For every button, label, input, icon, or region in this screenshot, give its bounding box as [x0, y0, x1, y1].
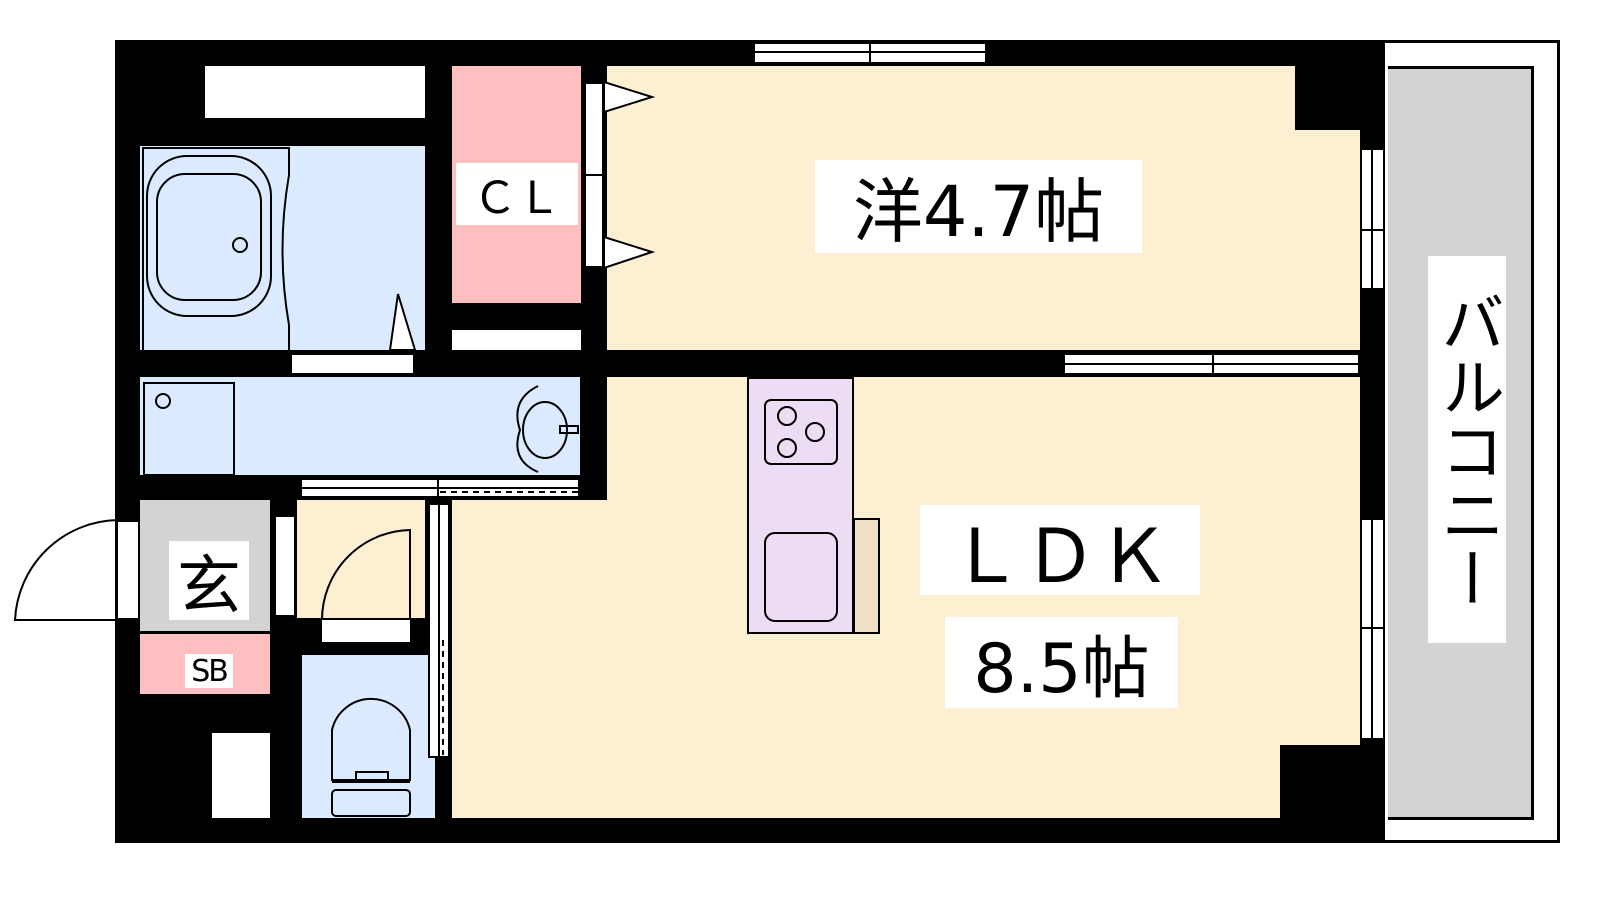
washbasin-bowl: [522, 401, 568, 459]
storage-bottom-left: [212, 733, 270, 818]
bathtub-outline: [142, 147, 290, 354]
washbasin-counter: [516, 385, 539, 473]
stove-top: [764, 399, 838, 465]
washroom: [140, 377, 580, 475]
faucet: [559, 425, 579, 434]
ldk-label: ＬＤＫ: [920, 505, 1200, 600]
entrance-side-panel: [275, 516, 295, 616]
ldk-size-label: 8.5帖: [945, 617, 1178, 709]
bathtub-rim: [146, 155, 272, 317]
hallway: [297, 500, 425, 618]
burner-icon: [777, 438, 797, 458]
burner-icon: [777, 406, 797, 426]
western-room-label: 洋4.7帖: [815, 160, 1142, 253]
shoe-box-label: SB: [185, 654, 233, 689]
drain-icon: [155, 393, 171, 409]
entrance-door-swing: [13, 519, 119, 621]
burner-icon: [805, 422, 825, 442]
kitchen-side-counter: [853, 518, 880, 634]
washing-machine-pan: [143, 382, 235, 476]
bath-door-swing: [388, 293, 417, 351]
ldk-room: [607, 377, 1360, 502]
bathtub-drain-icon: [232, 237, 248, 253]
toilet-tank: [331, 697, 411, 781]
closet-door-swing-bottom: [603, 235, 656, 270]
bathtub-basin: [156, 173, 262, 301]
kitchen-sink: [764, 532, 838, 622]
closet-label: ＣＬ: [456, 163, 578, 225]
storage-top-left: [205, 66, 425, 118]
closet-door-swing-top: [603, 80, 656, 114]
entrance-label: 玄: [169, 541, 249, 624]
bathroom-door[interactable]: [290, 353, 415, 375]
toilet-bowl: [331, 789, 411, 817]
closet-shelf: [452, 330, 581, 350]
toilet-door-frame[interactable]: [322, 620, 410, 642]
toilet-seat-hinge: [355, 771, 389, 782]
balcony-label: バルコニー: [1428, 256, 1506, 643]
ldk-room-right: [1275, 500, 1360, 745]
toilet-door-swing: [321, 528, 411, 621]
entrance-door-opening: [118, 520, 138, 620]
western-room-extension: [1290, 130, 1360, 350]
